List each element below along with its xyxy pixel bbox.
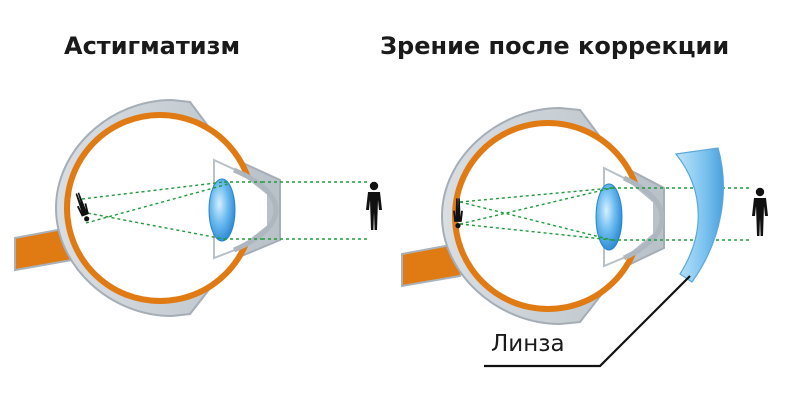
person-icon bbox=[752, 188, 768, 236]
eye-astigmatism bbox=[15, 100, 382, 316]
corrective-lens bbox=[676, 148, 723, 282]
eye-corrected bbox=[402, 108, 768, 324]
person-icon bbox=[366, 182, 382, 230]
lens-left bbox=[209, 179, 235, 241]
lens-label: Линза bbox=[491, 331, 565, 357]
